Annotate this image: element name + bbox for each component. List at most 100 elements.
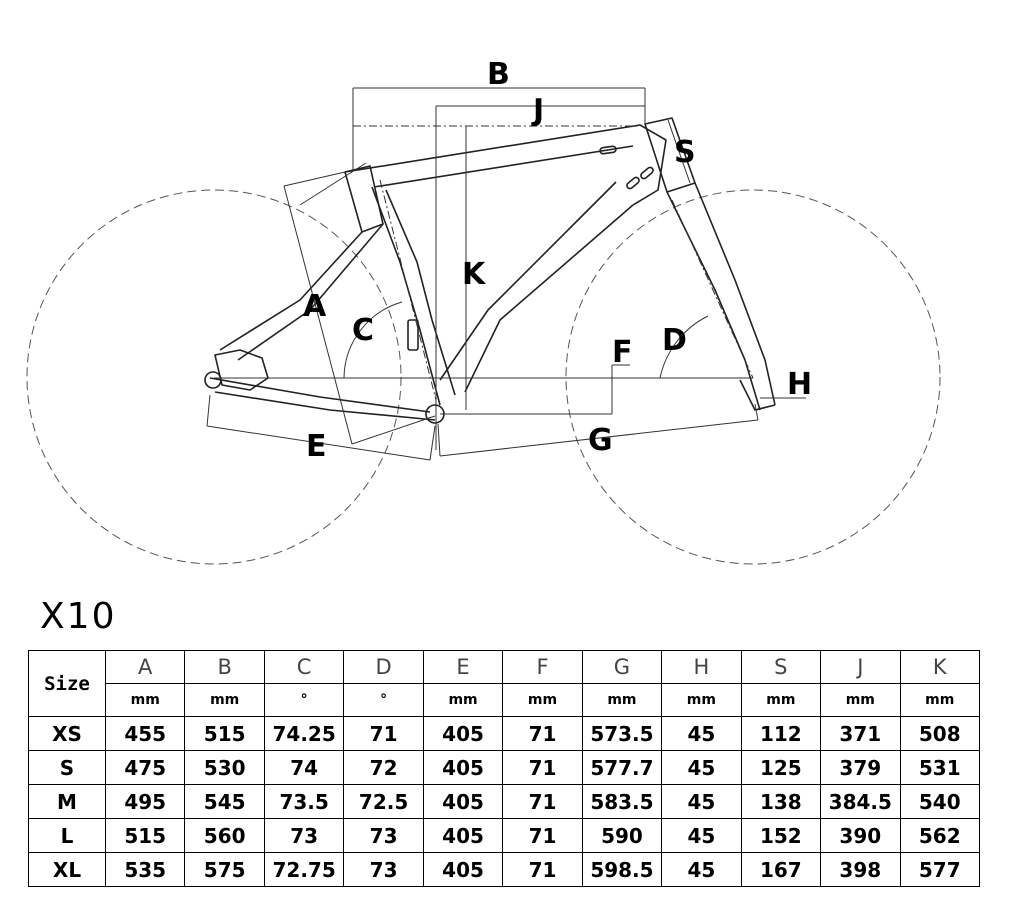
dim-label-b: B bbox=[487, 57, 510, 92]
column-header: F bbox=[502, 650, 583, 684]
column-header: S bbox=[740, 650, 822, 684]
table-cell: 72 bbox=[343, 750, 424, 785]
table-cell: 575 bbox=[184, 852, 265, 887]
table-cell: 45 bbox=[661, 818, 742, 853]
unit-cell: ° bbox=[343, 683, 424, 717]
dim-label-c: C bbox=[352, 313, 374, 348]
column-header: H bbox=[661, 650, 742, 684]
table-cell: 405 bbox=[422, 852, 504, 887]
table-cell: 384.5 bbox=[820, 784, 901, 819]
table-cell: 45 bbox=[661, 784, 742, 819]
size-cell: M bbox=[28, 784, 106, 819]
table-cell: 531 bbox=[899, 750, 981, 785]
unit-cell: mm bbox=[661, 683, 742, 717]
column-header: K bbox=[899, 650, 981, 684]
table-cell: 45 bbox=[661, 716, 742, 751]
table-cell: 72.75 bbox=[263, 852, 345, 887]
unit-cell: mm bbox=[820, 683, 901, 717]
table-cell: 71 bbox=[502, 716, 583, 751]
table-row: S 475 530 74 72 405 71 577.7 45 125 379 … bbox=[28, 750, 981, 785]
table-cell: 152 bbox=[740, 818, 822, 853]
table-header-row: Size A B C D E F G H S J K bbox=[28, 650, 981, 717]
dim-label-e: E bbox=[306, 429, 327, 464]
table-cell: 167 bbox=[740, 852, 822, 887]
table-cell: 71 bbox=[502, 750, 583, 785]
table-cell: 71 bbox=[502, 784, 583, 819]
table-cell: 390 bbox=[820, 818, 901, 853]
table-cell: 560 bbox=[184, 818, 265, 853]
table-cell: 74.25 bbox=[263, 716, 345, 751]
dim-label-d: D bbox=[662, 323, 687, 358]
table-cell: 530 bbox=[184, 750, 265, 785]
table-cell: 405 bbox=[422, 818, 504, 853]
dim-label-h: H bbox=[787, 367, 812, 402]
unit-cell: ° bbox=[263, 683, 345, 717]
frame-geometry-diagram: B J S K A C D F H E G bbox=[26, 57, 941, 565]
table-cell: 45 bbox=[661, 852, 742, 887]
table-cell: 573.5 bbox=[581, 716, 663, 751]
table-cell: 577 bbox=[899, 852, 981, 887]
column-header: D bbox=[343, 650, 424, 684]
table-cell: 495 bbox=[104, 784, 186, 819]
size-cell: L bbox=[28, 818, 106, 853]
table-cell: 45 bbox=[661, 750, 742, 785]
unit-cell: mm bbox=[581, 683, 663, 717]
table-cell: 515 bbox=[104, 818, 186, 853]
unit-cell: mm bbox=[184, 683, 265, 717]
table-cell: 577.7 bbox=[581, 750, 663, 785]
unit-cell: mm bbox=[740, 683, 822, 717]
dim-label-k: K bbox=[462, 257, 487, 292]
table-row: XL 535 575 72.75 73 405 71 598.5 45 167 … bbox=[28, 852, 981, 887]
table-cell: 71 bbox=[343, 716, 424, 751]
size-header: Size bbox=[28, 650, 106, 717]
table-cell: 515 bbox=[184, 716, 265, 751]
model-name: X10 bbox=[40, 596, 117, 637]
size-cell: XS bbox=[28, 716, 106, 751]
table-cell: 379 bbox=[820, 750, 901, 785]
dim-label-f: F bbox=[612, 335, 633, 370]
front-wheel bbox=[565, 189, 941, 565]
table-cell: 405 bbox=[422, 716, 504, 751]
table-cell: 475 bbox=[104, 750, 186, 785]
size-cell: S bbox=[28, 750, 106, 785]
column-header: C bbox=[263, 650, 345, 684]
table-cell: 540 bbox=[899, 784, 981, 819]
table-cell: 455 bbox=[104, 716, 186, 751]
unit-cell: mm bbox=[422, 683, 504, 717]
rear-wheel bbox=[26, 189, 402, 565]
table-cell: 73 bbox=[263, 818, 345, 853]
table-row: XS 455 515 74.25 71 405 71 573.5 45 112 … bbox=[28, 716, 981, 751]
table-cell: 562 bbox=[899, 818, 981, 853]
table-cell: 398 bbox=[820, 852, 901, 887]
table-cell: 138 bbox=[740, 784, 822, 819]
table-cell: 73.5 bbox=[263, 784, 345, 819]
table-cell: 405 bbox=[422, 750, 504, 785]
unit-row: mm mm ° ° mm mm mm mm mm mm mm bbox=[29, 683, 981, 717]
column-header: E bbox=[422, 650, 504, 684]
unit-cell: mm bbox=[899, 683, 981, 717]
dim-label-a: A bbox=[303, 289, 327, 324]
column-header: G bbox=[581, 650, 663, 684]
table-cell: 545 bbox=[184, 784, 265, 819]
table-cell: 125 bbox=[740, 750, 822, 785]
geometry-table: Size A B C D E F G H S J K mm mm ° ° mm … bbox=[28, 650, 981, 887]
column-header: J bbox=[820, 650, 901, 684]
dim-label-g: G bbox=[588, 423, 613, 458]
table-cell: 71 bbox=[502, 852, 583, 887]
table-cell: 535 bbox=[104, 852, 186, 887]
column-header: A bbox=[104, 650, 186, 684]
dim-label-s: S bbox=[674, 135, 696, 170]
table-cell: 405 bbox=[422, 784, 504, 819]
table-cell: 583.5 bbox=[581, 784, 663, 819]
table-cell: 73 bbox=[343, 852, 424, 887]
dim-label-j: J bbox=[531, 93, 544, 128]
size-cell: XL bbox=[28, 852, 106, 887]
unit-cell: mm bbox=[104, 683, 186, 717]
column-header: B bbox=[184, 650, 265, 684]
table-cell: 74 bbox=[263, 750, 345, 785]
unit-cell: mm bbox=[502, 683, 583, 717]
table-cell: 73 bbox=[343, 818, 424, 853]
table-cell: 72.5 bbox=[343, 784, 424, 819]
table-cell: 112 bbox=[740, 716, 822, 751]
table-row: L 515 560 73 73 405 71 590 45 152 390 56… bbox=[28, 818, 981, 853]
